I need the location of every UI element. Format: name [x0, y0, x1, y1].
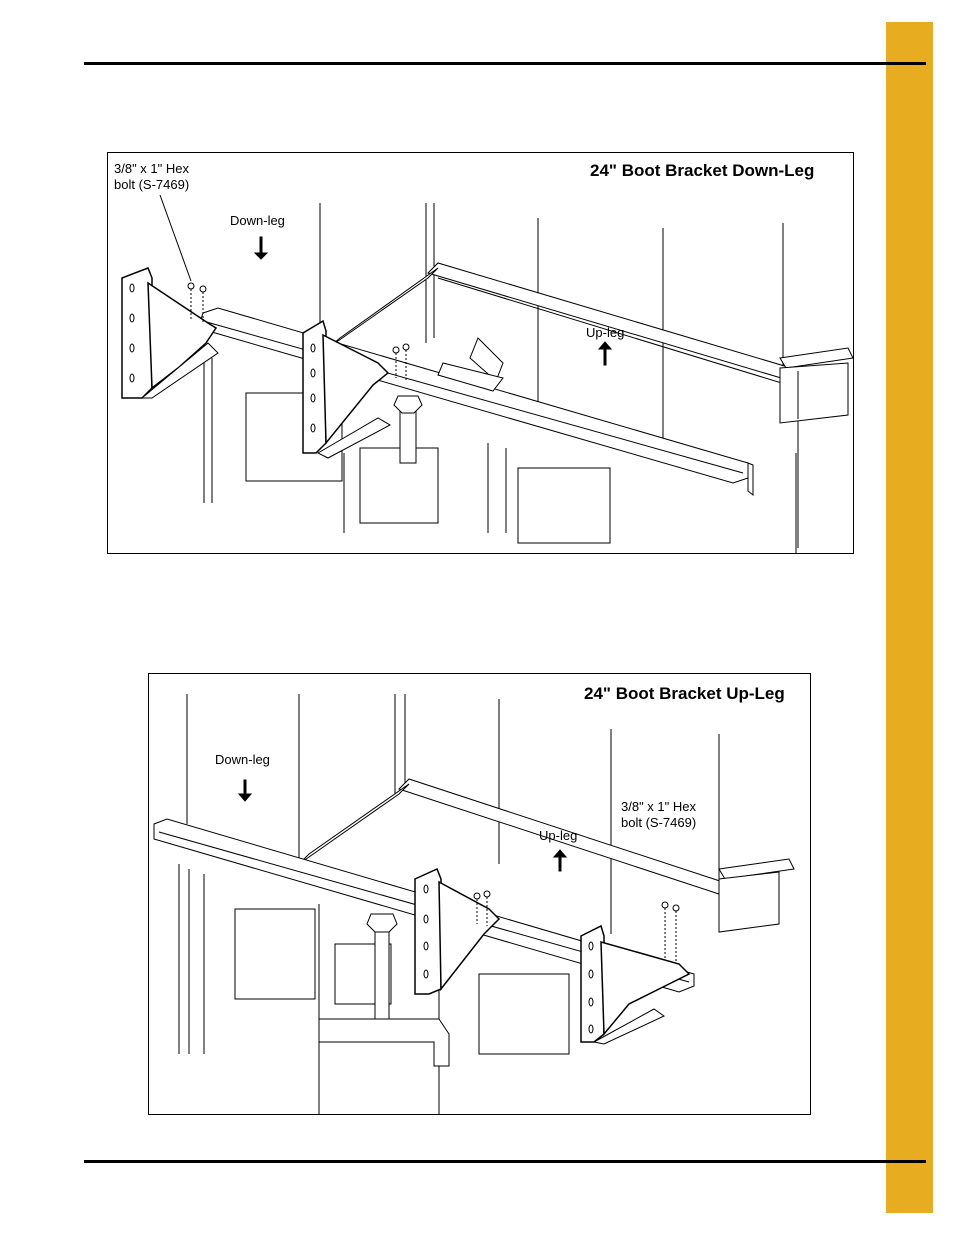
footer-rule	[84, 1160, 926, 1163]
chapter-tab	[886, 22, 933, 1213]
up-leg-label: Up-leg	[586, 325, 625, 340]
figure-boot-bracket-up-leg: 24" Boot Bracket Up-Leg 3/8" x 1" Hex bo…	[148, 673, 811, 1115]
hex-bolt-callout-line-1: 3/8" x 1" Hex	[114, 161, 189, 176]
figure-boot-bracket-down-leg: 24" Boot Bracket Down-Leg 3/8" x 1" Hex …	[107, 152, 854, 554]
figure-title: 24" Boot Bracket Down-Leg	[590, 161, 815, 180]
down-leg-bracket-illustration	[121, 194, 853, 553]
header-rule	[84, 62, 926, 65]
down-leg-label: Down-leg	[230, 213, 285, 228]
hex-bolt-callout-line-1: 3/8" x 1" Hex	[621, 799, 696, 814]
up-leg-bracket-illustration	[153, 694, 795, 1114]
hex-bolt-callout-line-2: bolt (S-7469)	[114, 177, 190, 192]
hex-bolt-callout-line-2: bolt (S-7469)	[621, 815, 697, 830]
up-leg-label: Up-leg	[539, 828, 578, 843]
hex-bolt-callout: 3/8" x 1" Hex bolt (S-7469)	[114, 161, 189, 193]
down-leg-label: Down-leg	[215, 752, 270, 767]
hex-bolt-callout: 3/8" x 1" Hex bolt (S-7469)	[621, 799, 696, 831]
figure-title: 24" Boot Bracket Up-Leg	[584, 684, 785, 703]
